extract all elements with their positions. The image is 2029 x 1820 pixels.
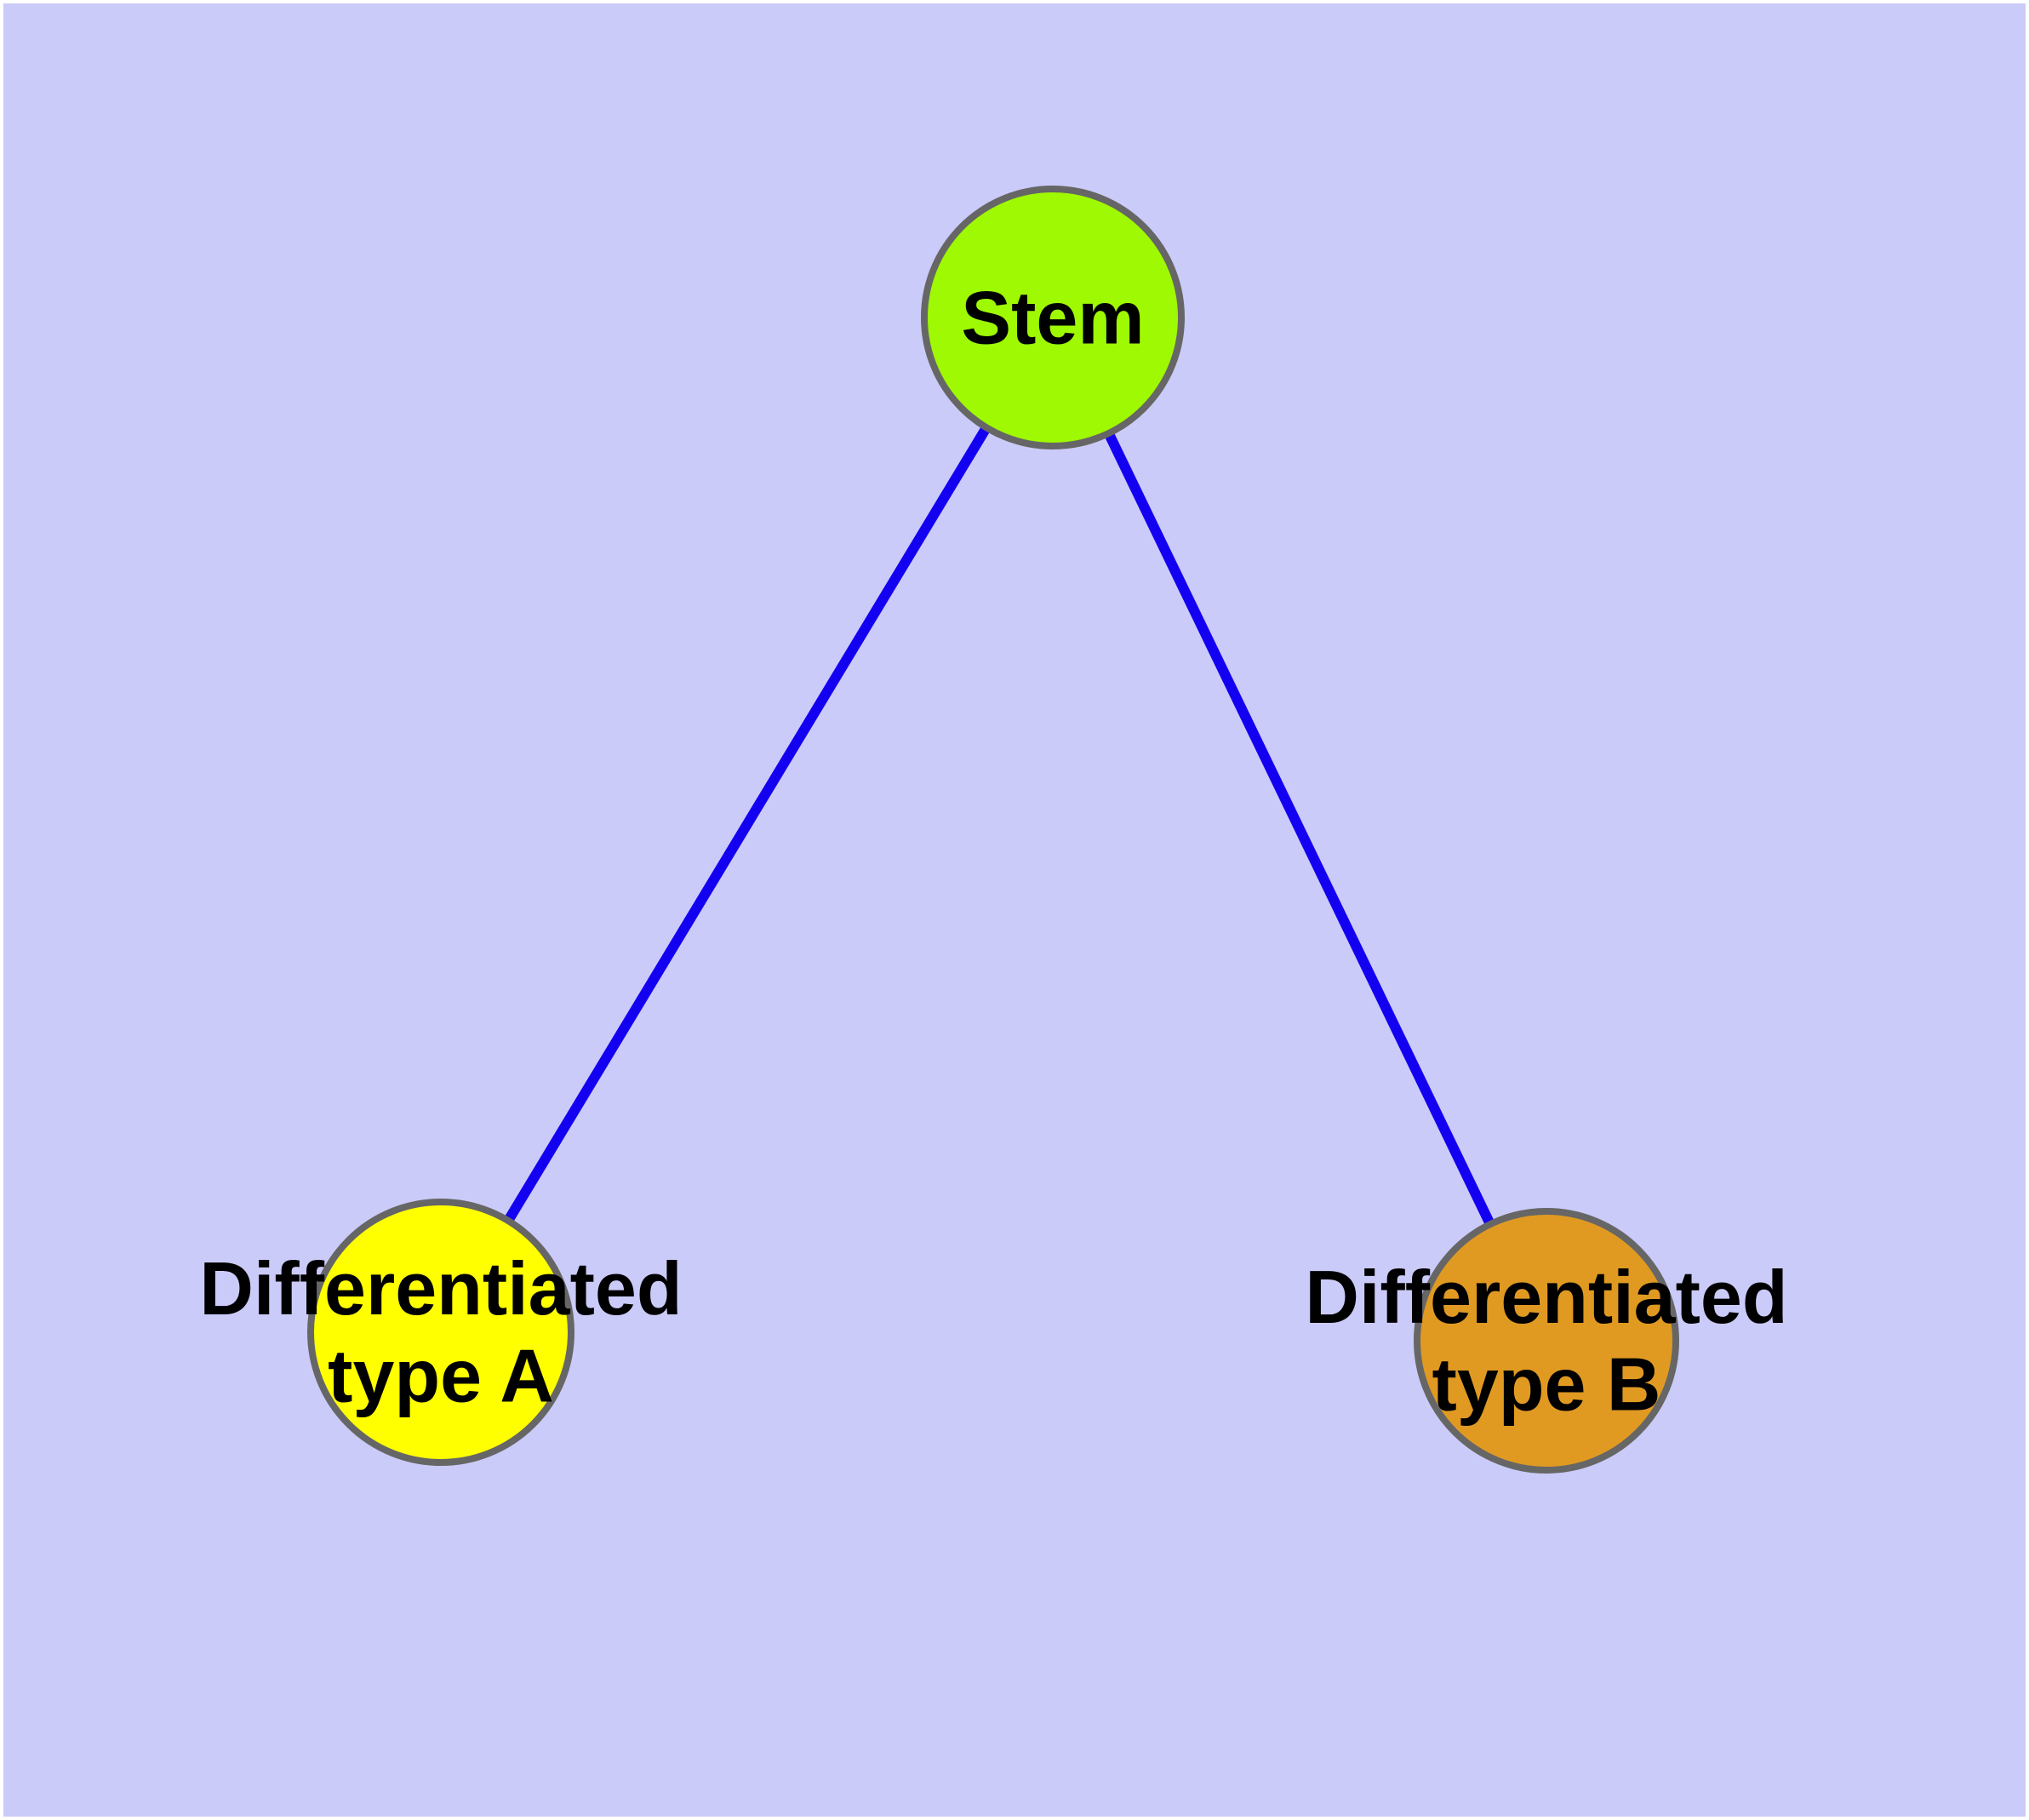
nodes-layer — [307, 186, 1679, 1474]
edge-stem-diff-a[interactable] — [436, 314, 1058, 1336]
node-diff_b[interactable] — [1414, 1208, 1679, 1474]
node-label-stem: Stem — [961, 276, 1144, 360]
node-diff_a[interactable] — [307, 1199, 574, 1466]
edge-stem-diff-b[interactable] — [1048, 315, 1552, 1343]
edges-layer — [436, 314, 1552, 1343]
node-stem[interactable] — [921, 186, 1185, 449]
